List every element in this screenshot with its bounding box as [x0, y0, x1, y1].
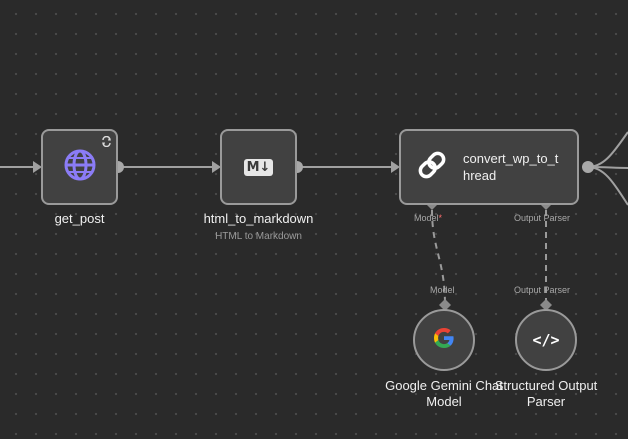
node-html-to-markdown[interactable]: M↓	[220, 129, 297, 205]
input-arrow-get-post	[33, 161, 42, 173]
gemini-label-line1: Google Gemini Chat	[385, 378, 503, 393]
parser-input-handle[interactable]	[540, 299, 552, 311]
port-label-parser-out: Output Parser	[514, 213, 571, 223]
connection-convert-out-1[interactable]	[587, 131, 628, 168]
convert-label: convert_wp_to_t hread	[463, 150, 558, 184]
input-arrow-convert	[391, 161, 400, 173]
convert-label-line2: hread	[463, 168, 497, 183]
node-google-gemini[interactable]	[413, 309, 475, 371]
convert-output-port[interactable]	[582, 161, 594, 173]
google-icon	[432, 326, 456, 355]
convert-label-line1: convert_wp_to_t	[463, 151, 559, 166]
get-post-label: get_post	[54, 211, 105, 226]
port-label-parser-in: Output Parser	[514, 285, 571, 295]
connection-convert-out-3[interactable]	[587, 166, 628, 206]
model-input-handle[interactable]	[439, 299, 451, 311]
gemini-label: Google Gemini Chat Model	[379, 378, 509, 410]
connection-model[interactable]	[431, 209, 446, 306]
html-to-markdown-label: html_to_markdown	[203, 211, 314, 226]
parser-label: Structured Output Parser	[490, 378, 602, 410]
refresh-icon	[101, 134, 112, 152]
port-label-model-out: Model*	[414, 213, 443, 223]
gemini-label-line2: Model	[426, 394, 462, 409]
html-to-markdown-subtitle: HTML to Markdown	[215, 231, 302, 242]
parser-label-line1: Structured Output	[494, 378, 598, 393]
node-convert-wp-to-thread[interactable]: convert_wp_to_t hread	[399, 129, 579, 205]
markdown-icon: M↓	[243, 158, 274, 176]
port-label-model-in: Model	[430, 285, 455, 295]
input-arrow-html	[212, 161, 221, 173]
globe-icon	[63, 148, 97, 187]
parser-label-line2: Parser	[526, 394, 566, 409]
node-structured-output-parser[interactable]: </>	[515, 309, 577, 371]
link-icon	[415, 148, 449, 187]
node-get-post[interactable]	[41, 129, 118, 205]
code-icon: </>	[532, 331, 560, 349]
